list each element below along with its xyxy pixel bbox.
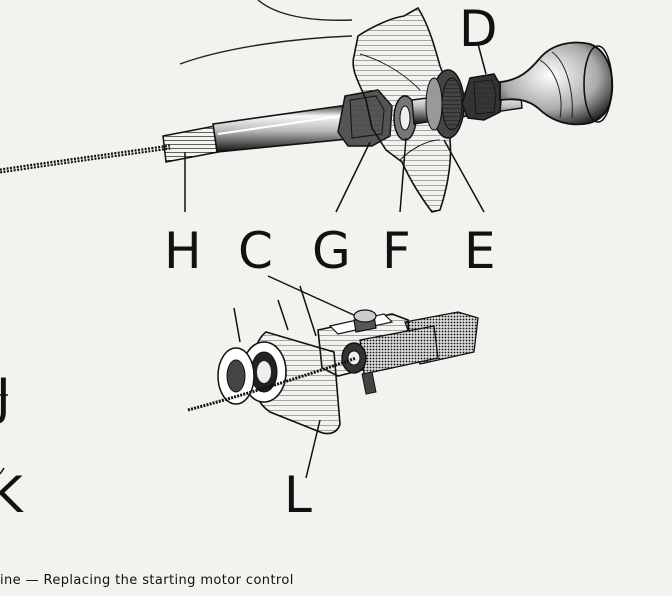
spring-washer [393, 95, 417, 141]
knob-nut [461, 73, 503, 121]
label-j: J [0, 368, 11, 426]
label-h: H [164, 222, 202, 280]
upper-leader-lines [184, 43, 487, 343]
label-k: K [0, 466, 24, 524]
label-g: G [312, 222, 351, 280]
label-c: C [238, 222, 273, 280]
leader-k [0, 467, 5, 475]
dashboard-edge [257, 0, 353, 21]
label-d: D [459, 0, 498, 58]
label-f: F [382, 222, 411, 280]
inner-cable-wire [187, 356, 357, 412]
bezel-nut [425, 69, 465, 139]
control-cable [0, 144, 171, 174]
lever-arm-ring [217, 347, 255, 405]
leader-l [305, 419, 321, 479]
outer-tube [212, 103, 359, 153]
label-l: L [284, 466, 312, 524]
label-e: E [464, 222, 496, 280]
ferrule [162, 125, 219, 163]
pull-knob [499, 41, 614, 126]
dashboard-line [179, 35, 353, 65]
trunnion-clamp [317, 309, 439, 395]
figure-caption: ine — Replacing the starting motor contr… [0, 573, 294, 588]
